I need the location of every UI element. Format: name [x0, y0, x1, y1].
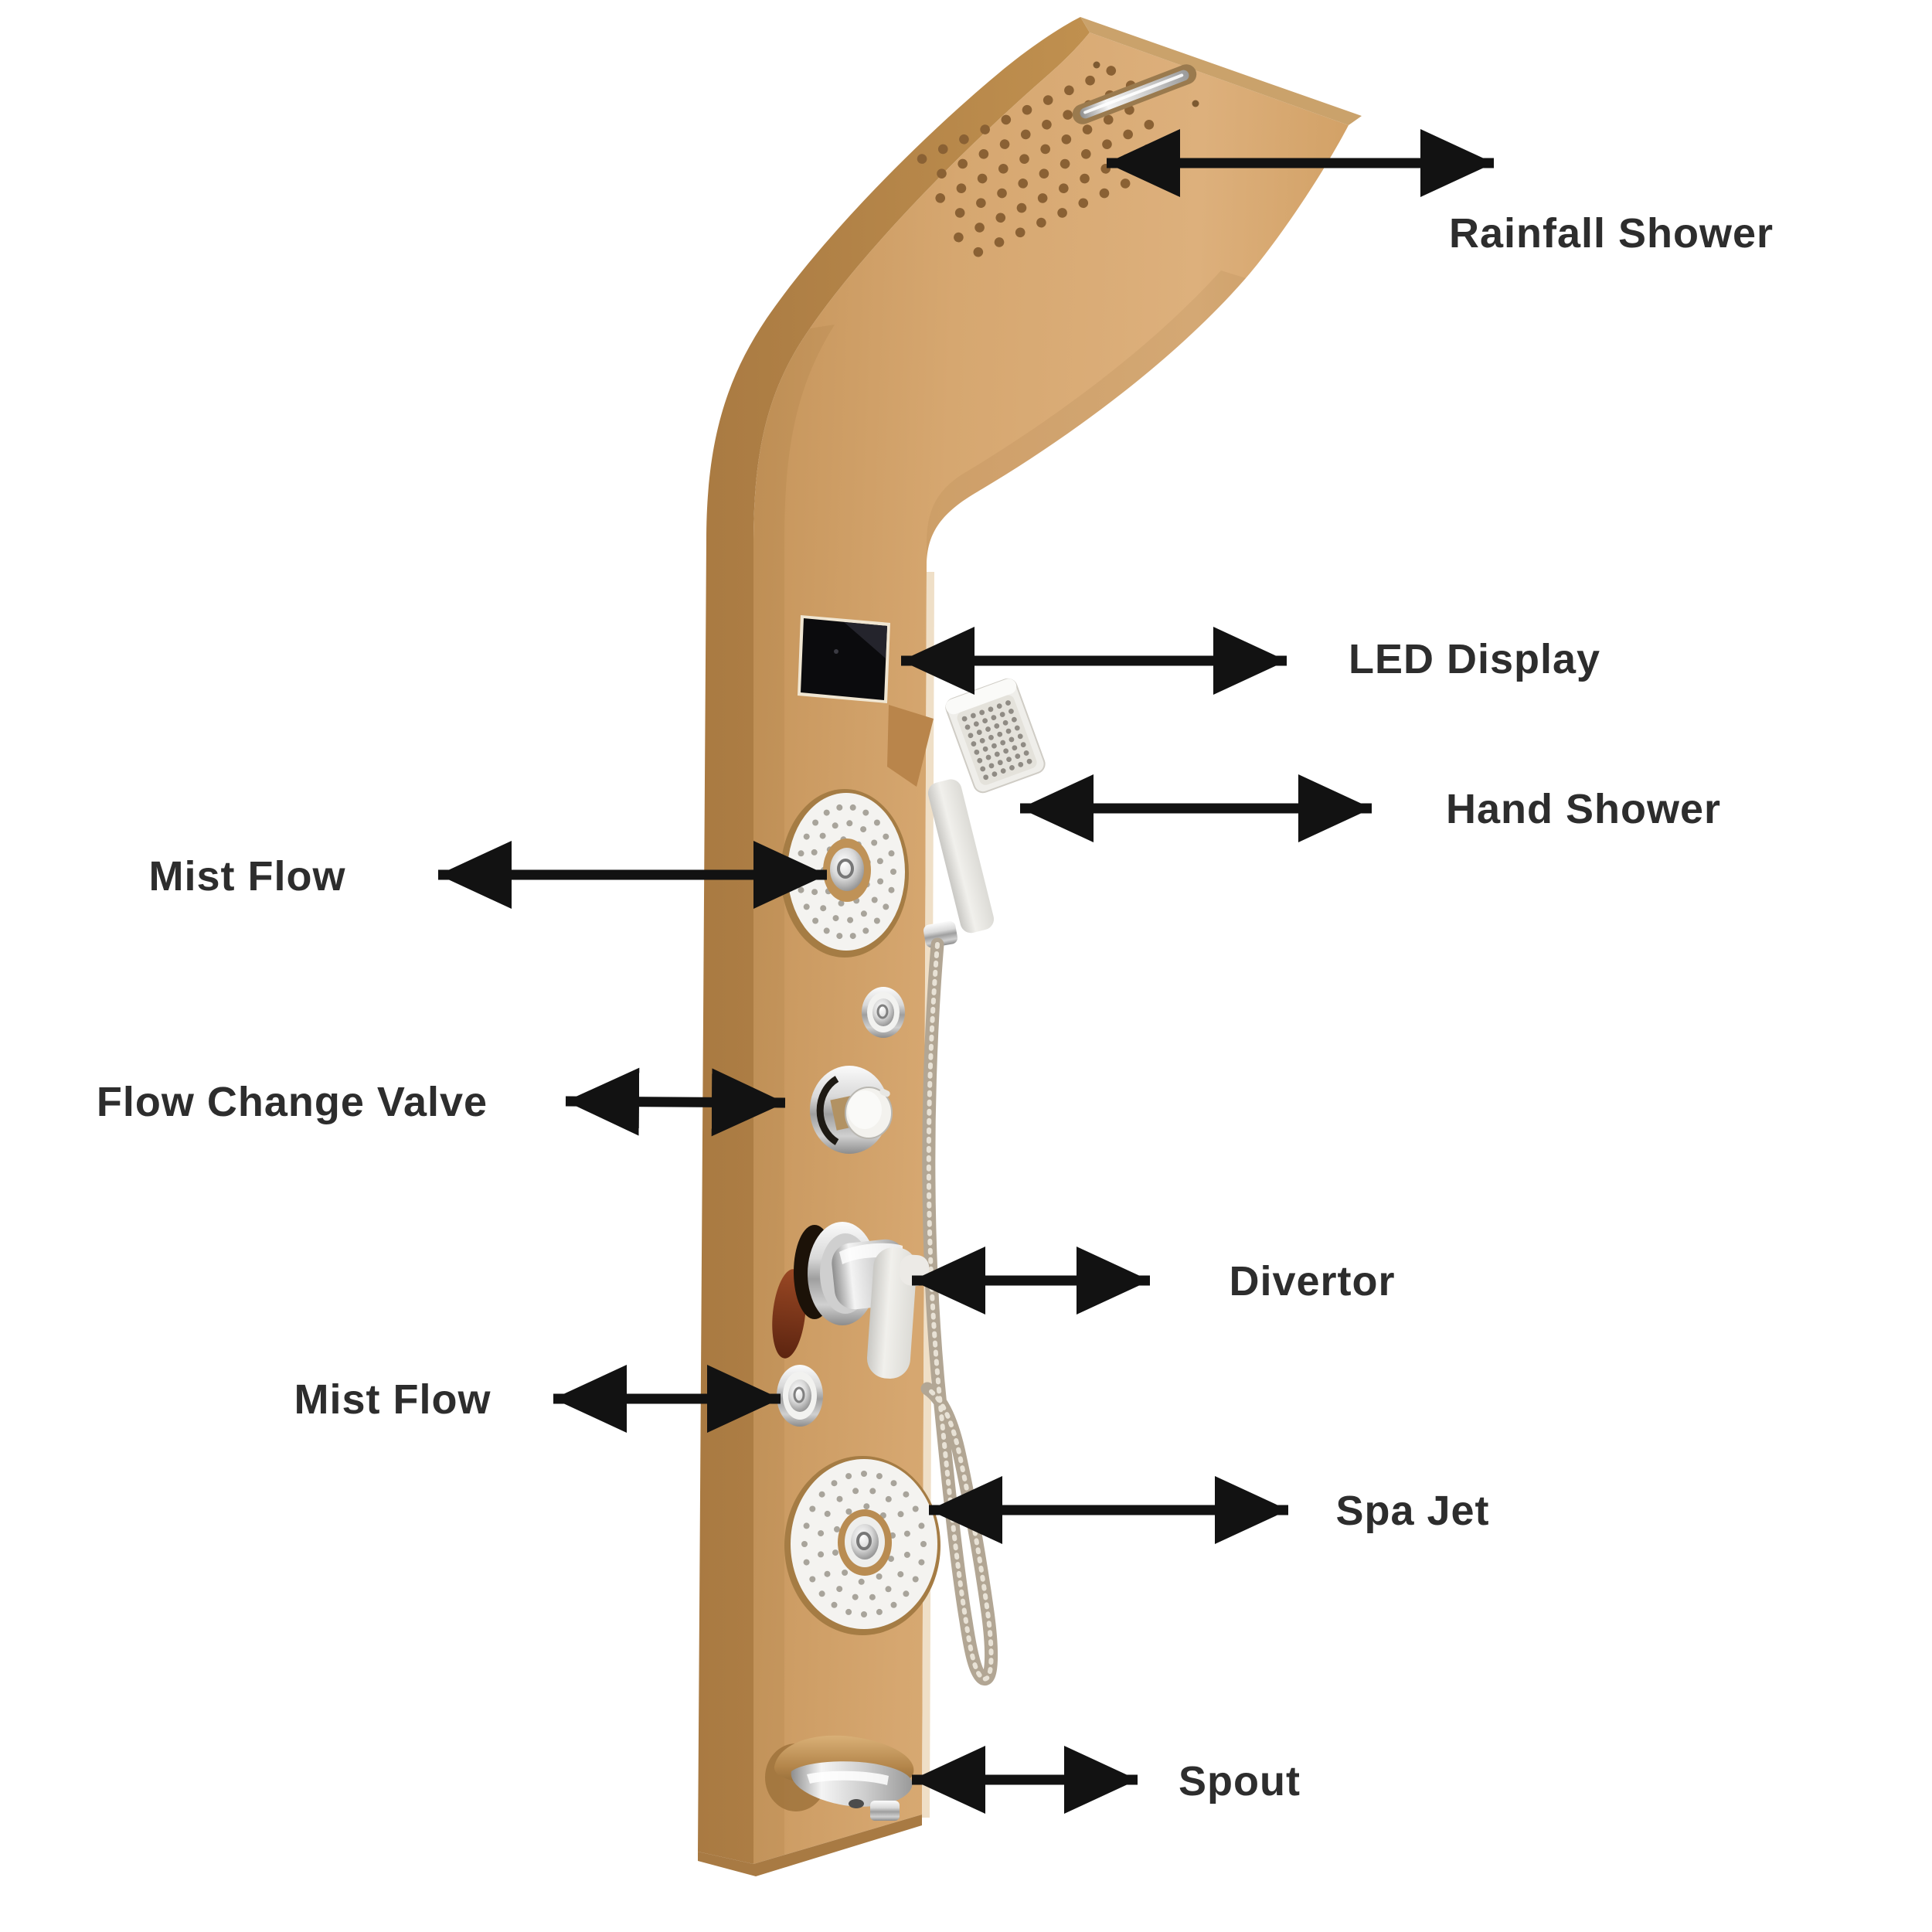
shower-panel: [698, 17, 1362, 1876]
hand-shower-handle: [927, 779, 995, 934]
head-screw-right: [1192, 100, 1199, 107]
rainfall-shower-head: [917, 61, 1199, 257]
secondary-jet: [862, 987, 905, 1038]
hand-shower-holder: [887, 705, 934, 787]
mist-flow-jet-bottom: [777, 1365, 823, 1427]
label-divertor: Divertor: [1229, 1258, 1395, 1304]
label-led-display: LED Display: [1349, 636, 1600, 682]
waterfall-slot: [1072, 64, 1197, 124]
label-mist-flow-bottom: Mist Flow: [294, 1376, 492, 1423]
annotation-arrows: [438, 129, 1494, 1814]
hand-shower-nozzles: [961, 700, 1032, 781]
label-spa-jet: Spa Jet: [1335, 1488, 1489, 1534]
hand-shower: [887, 678, 1046, 1685]
spa-jet: [784, 1456, 940, 1635]
label-rainfall-shower: Rainfall Shower: [1449, 210, 1774, 257]
label-hand-shower: Hand Shower: [1446, 786, 1721, 832]
led-display-screen: [798, 615, 890, 703]
head-screw-left: [1093, 61, 1100, 69]
divertor-valve: [772, 1222, 930, 1379]
flow-change-valve-knob: [810, 1066, 893, 1154]
tub-spout: [765, 1735, 914, 1821]
label-flow-change-valve: Flow Change Valve: [97, 1079, 488, 1125]
panel-side-face: [698, 17, 1090, 1864]
panel-top-edge: [1080, 17, 1362, 125]
label-spout: Spout: [1179, 1758, 1301, 1804]
arrow-flow-change-valve: [565, 1067, 786, 1137]
panel-face-shading: [753, 325, 835, 1864]
panel-front-face: [753, 32, 1349, 1864]
annotation-labels: Rainfall Shower LED Display Hand Shower …: [97, 210, 1774, 1804]
label-mist-flow-top: Mist Flow: [149, 853, 346, 900]
panel-neck-shading: [927, 270, 1246, 564]
